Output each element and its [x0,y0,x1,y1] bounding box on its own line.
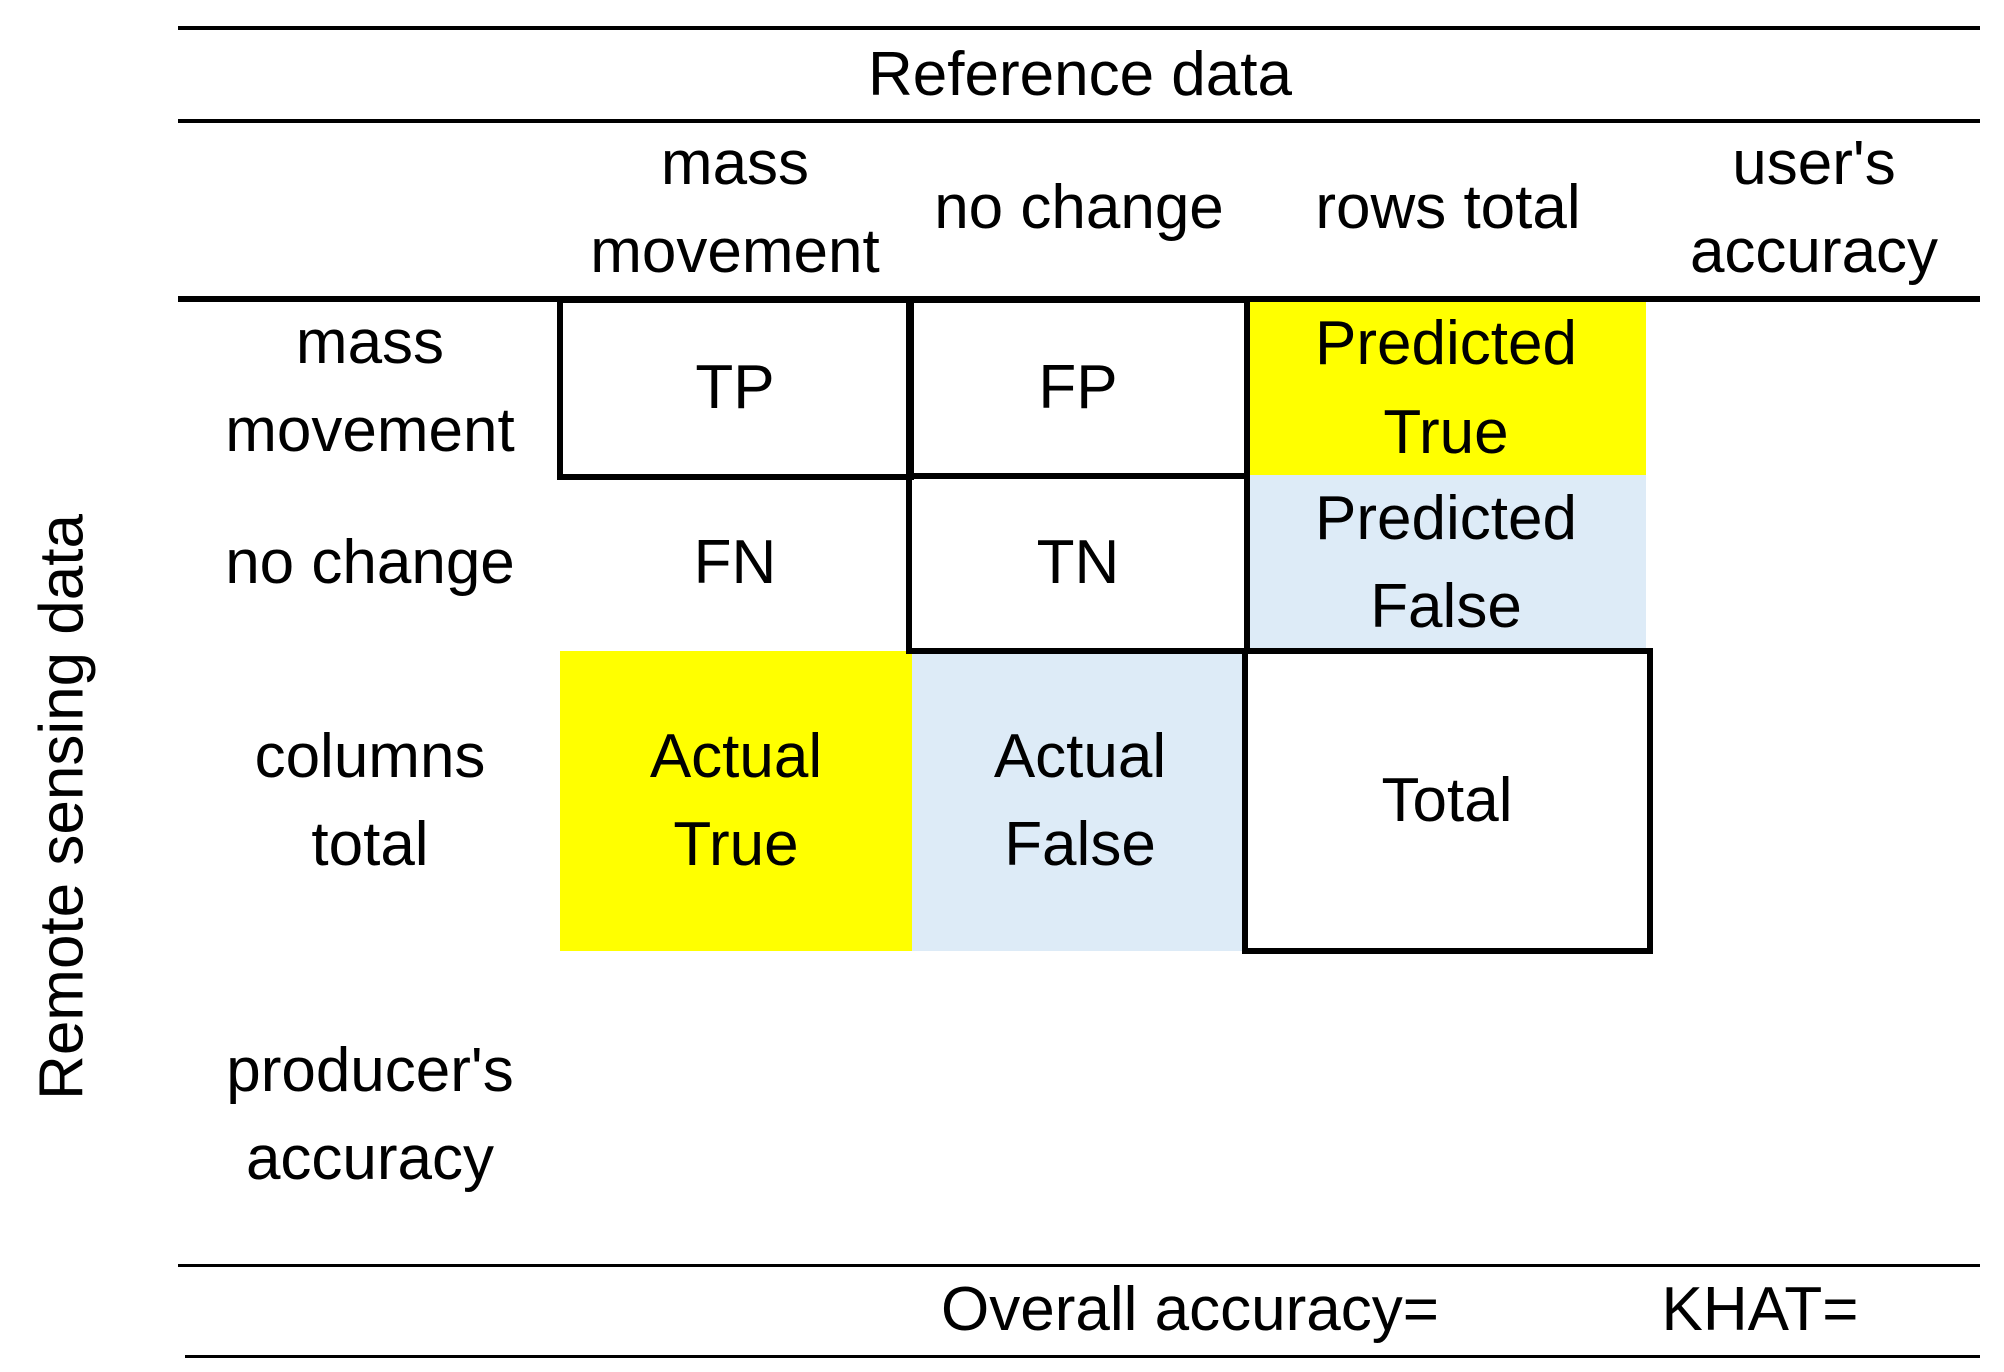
col-header-mass-movement: mass movement [590,128,880,286]
cell-fn: FN [693,527,777,597]
reference-data-title: Reference data [868,39,1292,109]
cell-tn: TN [1036,527,1120,597]
bottom-rule [185,1355,1980,1358]
cell-predicted-false: Predicted False [1246,475,1646,651]
top-rule [178,26,1980,30]
overall-accuracy-label: Overall accuracy= [941,1274,1439,1344]
col-header-users-accuracy: user's accuracy [1689,128,1939,286]
khat-label: KHAT= [1661,1274,1859,1344]
cell-total: Total [1381,765,1513,835]
box-total [1242,648,1653,954]
box-tp [557,297,914,480]
cell-tp: TP [695,353,775,423]
row-header-producers-accuracy: producer's accuracy [226,1035,514,1193]
cell-actual-false: Actual False [912,651,1248,951]
remote-sensing-data-label: Remote sensing data [27,514,97,1100]
col-header-no-change: no change [934,172,1224,242]
cell-actual-true: Actual True [560,651,912,951]
box-tn-row [906,473,1250,654]
col-header-rows-total: rows total [1315,172,1581,242]
row-header-no-change: no change [225,527,515,597]
cell-fp: FP [1038,353,1118,423]
header-rule [178,119,1980,123]
row-header-columns-total: columns total [254,721,486,879]
footer-top-rule [178,1264,1980,1267]
row-header-mass-movement: mass movement [225,307,515,465]
cell-predicted-true: Predicted True [1246,302,1646,475]
